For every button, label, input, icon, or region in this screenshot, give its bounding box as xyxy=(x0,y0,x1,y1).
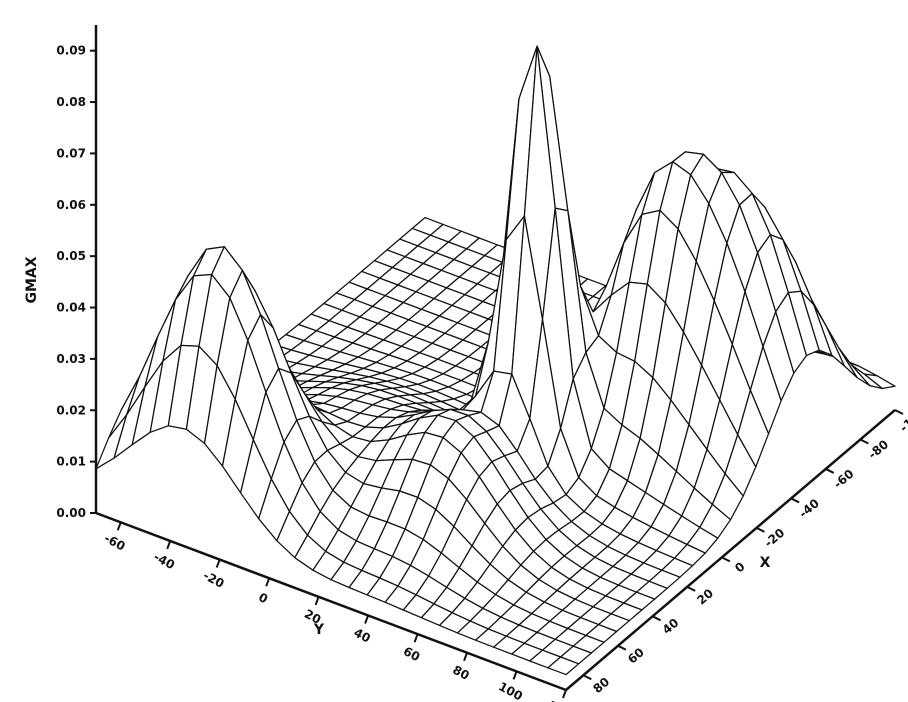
z-tick-label: 0.09 xyxy=(56,44,86,58)
x-axis-line xyxy=(565,409,896,691)
y-tick-label: 20 xyxy=(302,607,323,627)
y-tick xyxy=(562,689,567,699)
x-tick-label: 0 xyxy=(732,559,747,575)
x-tick xyxy=(825,468,835,474)
z-tick-label: 0.07 xyxy=(56,146,86,160)
y-tick xyxy=(215,559,221,568)
x-tick-label: 20 xyxy=(694,586,716,607)
x-tick-label: 80 xyxy=(590,675,612,696)
axes xyxy=(94,25,896,692)
y-tick xyxy=(413,633,419,643)
y-tick-label: 100 xyxy=(496,679,525,702)
x-tick xyxy=(756,527,765,533)
y-tick-label: 40 xyxy=(351,625,372,645)
y-tick-label: 60 xyxy=(401,644,422,664)
x-tick-label: 60 xyxy=(625,645,647,666)
x-tick xyxy=(721,556,731,563)
z-tick-label: 0.05 xyxy=(56,249,86,263)
y-tick xyxy=(463,652,468,662)
y-tick xyxy=(265,577,271,587)
z-tick-label: 0.00 xyxy=(56,506,86,520)
surface-mesh xyxy=(95,45,896,676)
z-tick-label: 0.04 xyxy=(56,301,86,315)
x-tick xyxy=(894,409,904,415)
x-tick-label: -100 xyxy=(897,405,908,435)
y-tick xyxy=(116,521,122,531)
y-axis-line xyxy=(95,511,567,692)
x-tick xyxy=(582,674,592,681)
z-tick-label: 0.06 xyxy=(56,198,86,212)
y-tick-label: -20 xyxy=(201,568,227,591)
y-tick-label: 0 xyxy=(256,590,270,606)
x-tick xyxy=(652,615,662,622)
y-tick-label: -40 xyxy=(151,550,177,573)
surface-cell xyxy=(547,656,580,676)
y-tick xyxy=(512,671,518,680)
x-axis-title: X xyxy=(760,555,771,571)
y-tick xyxy=(166,540,172,550)
x-tick-label: -80 xyxy=(866,437,892,462)
y-tick-label: 80 xyxy=(450,663,471,683)
x-tick xyxy=(617,644,627,651)
z-tick-label: 0.03 xyxy=(56,352,86,366)
x-tick xyxy=(686,585,696,592)
z-tick-label: 0.08 xyxy=(56,95,86,109)
y-axis-title: Y xyxy=(313,622,325,638)
x-tick xyxy=(859,438,869,445)
y-tick xyxy=(364,615,370,624)
y-tick-label: 120 xyxy=(546,698,575,702)
z-axis-title: GMAX xyxy=(24,256,40,303)
z-tick-label: 0.01 xyxy=(56,455,86,469)
y-tick-label: -60 xyxy=(102,531,128,554)
x-tick xyxy=(790,497,800,504)
x-tick-label: 40 xyxy=(660,616,682,637)
x-tick-label: -60 xyxy=(831,467,857,492)
x-tick-label: -20 xyxy=(762,526,788,551)
y-tick xyxy=(314,596,320,606)
x-tick-label: -40 xyxy=(796,496,822,521)
z-tick-label: 0.02 xyxy=(56,403,86,417)
